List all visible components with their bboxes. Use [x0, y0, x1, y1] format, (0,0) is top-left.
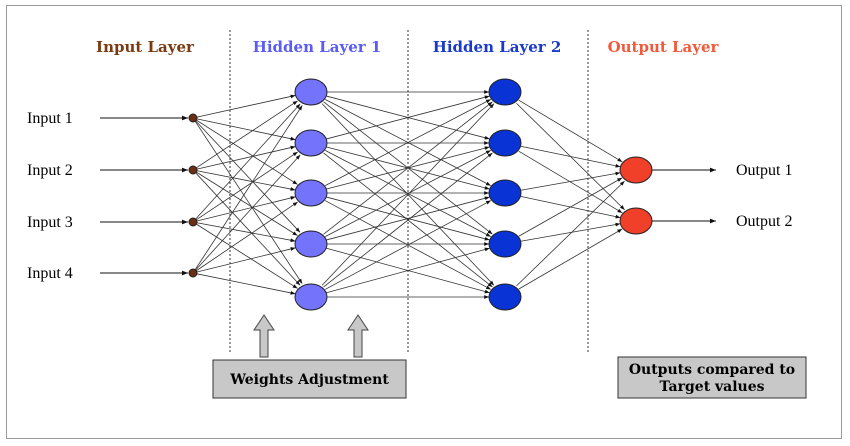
outputs-compared-line1: Outputs compared to	[629, 362, 795, 378]
outputs-compared-box	[617, 356, 807, 399]
hidden-layer-1-title: Hidden Layer 1	[253, 38, 382, 56]
input-hidden1-edge-0-4	[194, 121, 303, 284]
input-hidden1-edge-1-2	[196, 170, 296, 191]
weights-adjustment-box	[212, 359, 407, 399]
hidden2-node-1	[488, 78, 522, 106]
input-hidden1-edge-1-0	[196, 100, 298, 169]
hidden1-node-2	[294, 129, 328, 157]
output-node-2	[619, 207, 653, 235]
input-hidden1-edge-3-3	[196, 247, 296, 273]
input-hidden1-edge-0-3	[195, 120, 301, 233]
hidden2-output-edge-1-1	[518, 150, 623, 214]
input-node-3	[188, 217, 198, 227]
hidden1-hidden2-edge-2-0	[325, 99, 491, 186]
hidden2-node-2	[488, 129, 522, 157]
hidden1-hidden2-edge-4-1	[323, 152, 493, 288]
hidden1-hidden2-edge-4-0	[321, 103, 495, 286]
input-node-1	[188, 113, 198, 123]
input-hidden1-edge-3-1	[195, 154, 301, 271]
hidden1-hidden2-edge-3-1	[325, 150, 491, 237]
hidden1-hidden2-edge-3-0	[323, 101, 493, 235]
input-label-1: Input 1	[27, 110, 73, 127]
weights-up-arrow-left	[253, 314, 275, 358]
input-hidden1-edge-0-2	[196, 119, 298, 185]
hidden1-hidden2-edge-1-0	[326, 95, 490, 140]
input-label-4: Input 4	[27, 265, 73, 282]
input-hidden1-edge-0-1	[196, 118, 296, 141]
input-hidden1-edge-3-2	[196, 201, 298, 272]
outputs-compared-line2: Target values	[659, 379, 764, 395]
input-hidden1-edge-2-3	[196, 222, 296, 243]
hidden-layer-2-title: Hidden Layer 2	[433, 38, 562, 56]
hidden2-output-edge-4-1	[518, 228, 623, 290]
input-hidden1-edge-2-2	[196, 196, 296, 222]
hidden1-node-3	[294, 179, 328, 207]
input-hidden1-edge-2-4	[196, 223, 298, 289]
hidden1-node-5	[294, 283, 328, 311]
hidden2-output-edge-3-1	[520, 222, 621, 242]
output-node-1	[619, 156, 653, 184]
input-hidden1-edge-3-0	[194, 105, 303, 270]
hidden2-node-4	[488, 230, 522, 258]
output-layer-title: Output Layer	[608, 38, 720, 56]
hidden1-hidden2-edge-4-2	[324, 200, 492, 290]
weights-adjustment-label: Weights Adjustment	[229, 372, 389, 388]
output-arrows: Output 1 Output 2	[652, 162, 792, 230]
output-label-1: Output 1	[736, 162, 792, 179]
hidden2-output-edge-4-0	[516, 180, 625, 287]
input-hidden1-edge-2-1	[196, 151, 298, 221]
hidden2-node-3	[488, 179, 522, 207]
nodes	[188, 78, 653, 311]
input-hidden1-edge-1-1	[196, 145, 296, 170]
input-hidden1-edge-1-4	[195, 172, 301, 286]
input-hidden1-edge-3-4	[196, 273, 296, 295]
input-label-2: Input 2	[27, 162, 73, 179]
hidden2-output-edge-0-0	[518, 99, 623, 163]
output-label-2: Output 2	[736, 213, 792, 230]
hidden1-hidden2-edge-3-2	[326, 196, 490, 241]
connections	[194, 90, 625, 299]
input-hidden1-edge-0-0	[196, 94, 296, 118]
input-hidden1-edge-1-3	[196, 171, 298, 236]
input-label-3: Input 3	[27, 214, 73, 231]
hidden1-hidden2-edge-4-3	[326, 247, 490, 294]
hidden2-output-edge-1-0	[520, 145, 621, 168]
input-node-2	[188, 165, 198, 175]
hidden1-node-4	[294, 230, 328, 258]
hidden2-output-edge-2-0	[520, 171, 621, 191]
input-arrows: Input 1 Input 2 Input 3 Input 4	[27, 110, 188, 282]
hidden2-node-5	[488, 283, 522, 311]
hidden2-output-edge-3-0	[518, 177, 623, 237]
input-hidden1-edge-2-0	[195, 103, 301, 220]
input-layer-title: Input Layer	[96, 38, 195, 56]
input-node-4	[188, 268, 198, 278]
hidden1-node-1	[294, 78, 328, 106]
weights-up-arrow-right	[347, 314, 369, 358]
